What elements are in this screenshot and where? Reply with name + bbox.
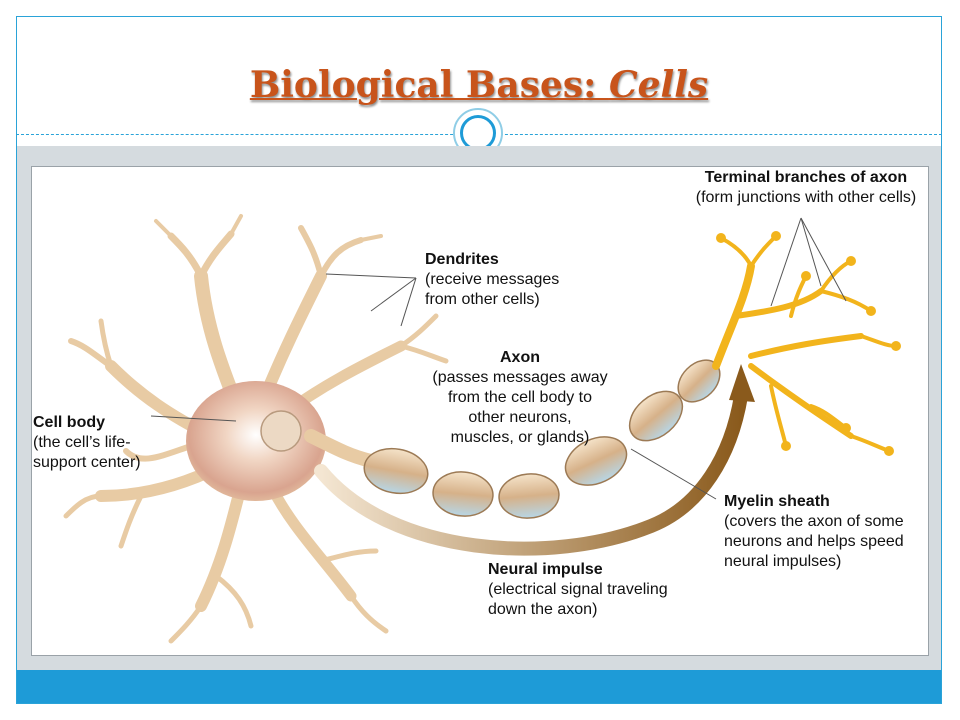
label-terminal-branches-heading: Terminal branches of axon: [704, 169, 908, 186]
nucleus: [260, 410, 302, 452]
label-terminal-branches-desc: (form junctions with other cells): [695, 189, 917, 206]
neuron-illustration: [63, 214, 901, 644]
cell-body-soma: [186, 381, 326, 501]
footer-bar: [17, 670, 941, 703]
label-terminal-branches: Terminal branches of axon (form junction…: [683, 168, 929, 208]
neural-impulse-arrowhead: [729, 364, 755, 402]
label-dendrites-desc: (receive messages from other cells): [425, 271, 560, 308]
neural-impulse-arrow: [314, 389, 748, 556]
terminal-buttons: [716, 231, 901, 456]
label-dendrites-heading: Dendrites: [425, 251, 499, 268]
title-separator: :: [583, 64, 609, 106]
title-subject: Cells: [608, 64, 709, 106]
label-myelin-sheath-desc: (covers the axon of some neurons and hel…: [724, 513, 904, 570]
label-axon: Axon (passes messages away from the cell…: [425, 348, 615, 448]
label-cell-body-heading: Cell body: [33, 414, 106, 431]
label-myelin-sheath-heading: Myelin sheath: [724, 493, 830, 510]
title-main: Biological Bases: [249, 64, 584, 106]
leader-lines: [150, 217, 847, 500]
title-area: Biological Bases: Cells: [16, 16, 942, 134]
label-neural-impulse-desc: (electrical signal traveling down the ax…: [488, 581, 668, 618]
label-axon-desc: (passes messages away from the cell body…: [432, 369, 608, 446]
slide-title: Biological Bases: Cells: [16, 64, 942, 106]
label-cell-body-desc: (the cell’s life- support center): [33, 434, 141, 471]
label-neural-impulse-heading: Neural impulse: [488, 561, 603, 578]
label-myelin-sheath: Myelin sheath (covers the axon of some n…: [724, 492, 904, 572]
axon-terminal-branches: [712, 234, 898, 453]
label-cell-body: Cell body (the cell’s life- support cent…: [33, 413, 141, 473]
label-axon-heading: Axon: [500, 349, 540, 366]
label-neural-impulse: Neural impulse (electrical signal travel…: [488, 560, 668, 620]
myelin-segments: [363, 359, 721, 519]
label-dendrites: Dendrites (receive messages from other c…: [425, 250, 559, 310]
axon-hillock: [304, 429, 378, 468]
